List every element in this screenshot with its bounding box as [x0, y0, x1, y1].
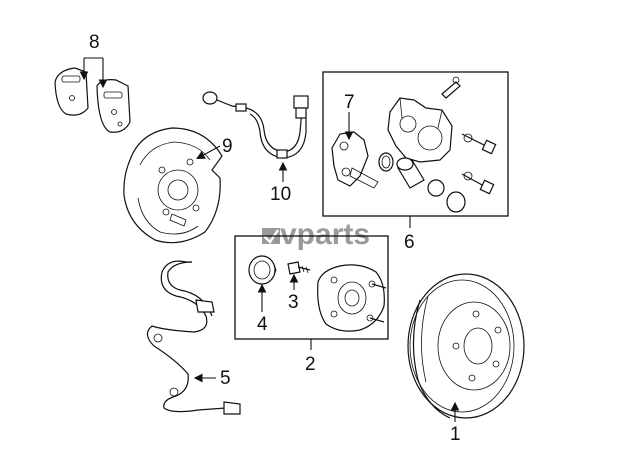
watermark-logo: vparts [262, 218, 370, 251]
dust-boot [427, 179, 466, 213]
axle-hub [317, 264, 387, 332]
callout-2: 2 [305, 339, 316, 375]
callout-5: 5 [193, 368, 231, 389]
callout-5-label: 5 [220, 368, 231, 389]
brake-disc-rotor [407, 273, 525, 419]
guide-pins [461, 133, 497, 195]
callout-9-label: 9 [222, 136, 233, 157]
callout-4-label: 4 [257, 314, 268, 335]
brake-pads [54, 67, 131, 133]
callout-4: 4 [257, 283, 268, 335]
callout-6-label: 6 [404, 232, 415, 253]
callout-8: 8 [79, 32, 108, 89]
callout-1-label: 1 [450, 424, 461, 445]
brake-hose [202, 91, 309, 159]
callout-10-label: 10 [270, 184, 291, 205]
callout-6: 6 [404, 216, 415, 253]
callout-7: 7 [344, 92, 355, 141]
callout-3: 3 [288, 273, 299, 313]
hub-bolt [287, 261, 311, 275]
callout-9: 9 [196, 136, 233, 160]
callout-10: 10 [270, 161, 291, 205]
callout-1: 1 [450, 401, 461, 445]
callout-8-label: 8 [89, 32, 100, 53]
caliper-body [387, 97, 453, 163]
caliper-bracket [331, 131, 379, 189]
watermark-text: vparts [280, 218, 370, 251]
bleeder-screw [441, 76, 461, 99]
callout-2-label: 2 [305, 354, 316, 375]
caliper-group-box [322, 71, 509, 217]
piston-seal [378, 152, 394, 172]
wheel-bearing [248, 255, 277, 285]
caliper-piston [396, 157, 425, 189]
callout-3-label: 3 [288, 292, 299, 313]
dust-shield [123, 127, 223, 244]
abs-speed-sensor [146, 260, 241, 415]
callout-7-label: 7 [344, 92, 355, 113]
